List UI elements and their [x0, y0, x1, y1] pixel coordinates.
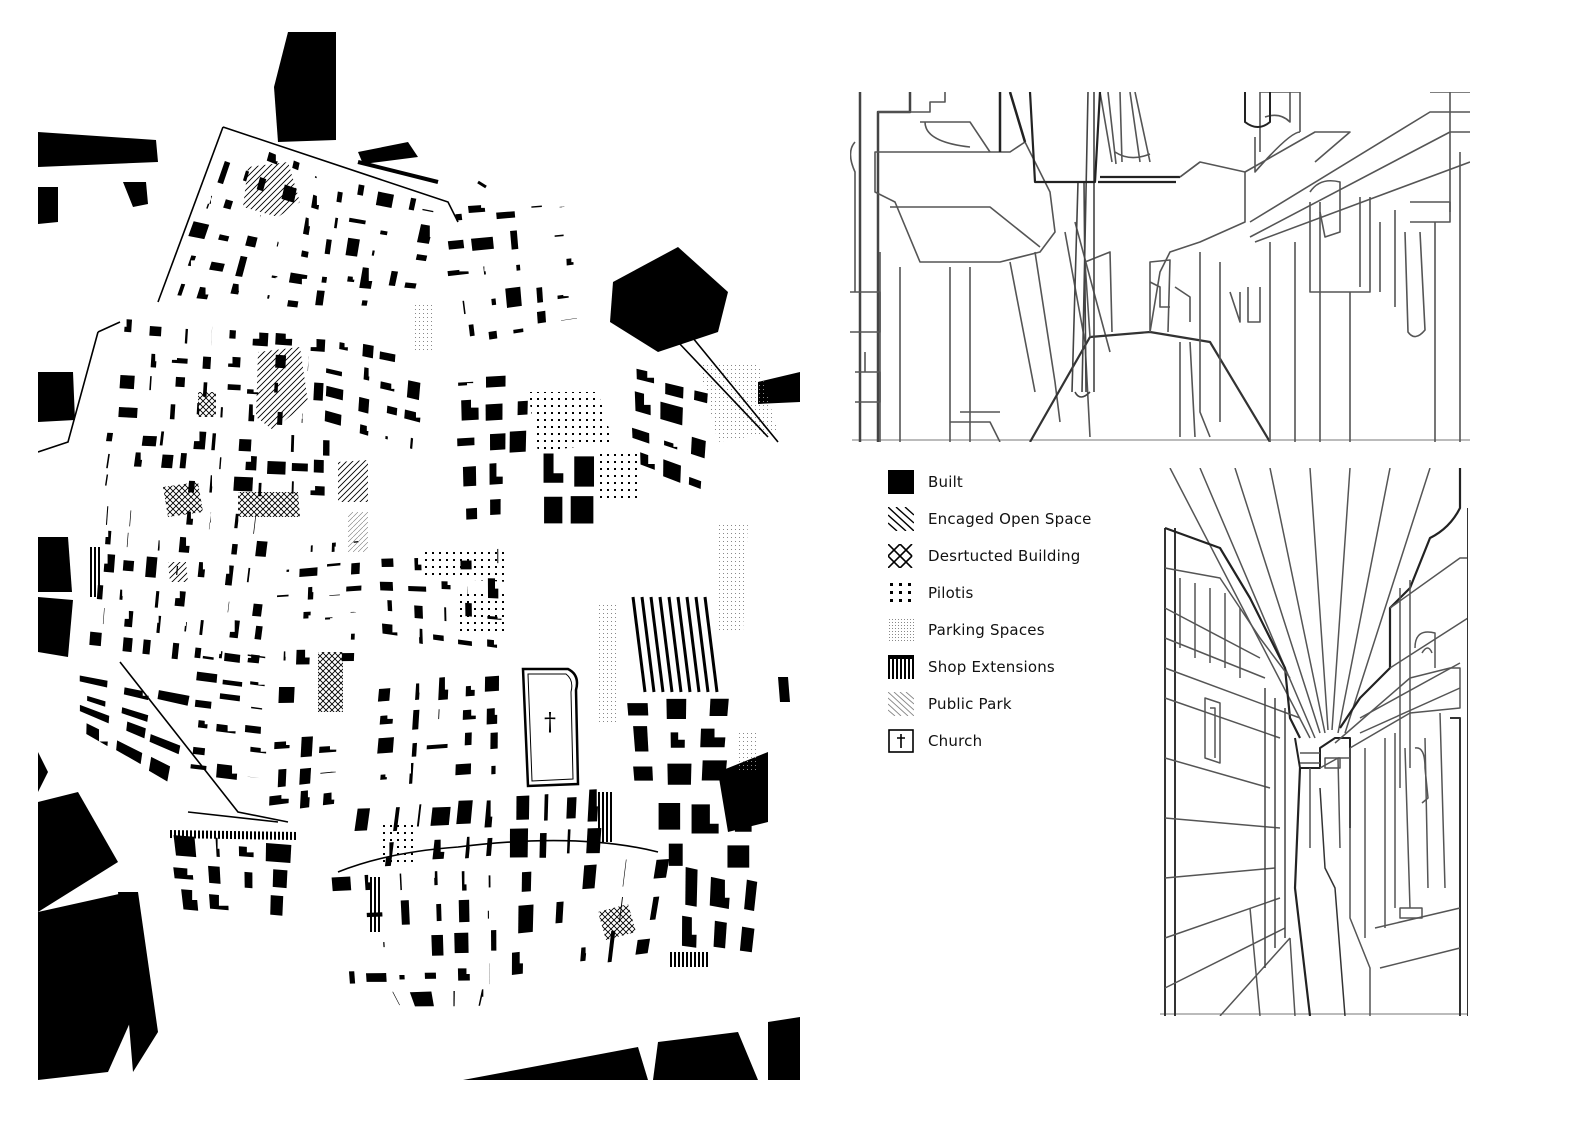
legend-label: Public Park	[928, 695, 1012, 713]
built-swatch-icon	[888, 470, 914, 494]
building-footprints	[38, 32, 800, 1080]
legend-item-pilotis: Pilotis	[888, 581, 974, 605]
legend-label: Shop Extensions	[928, 658, 1055, 676]
church-cross-icon	[888, 729, 914, 753]
legend-item-engaged-open-space: Encaged Open Space	[888, 507, 1092, 531]
vertical-stripes-icon	[888, 655, 914, 679]
legend-item-shop-extensions: Shop Extensions	[888, 655, 1055, 679]
legend-item-parking-spaces: Parking Spaces	[888, 618, 1045, 642]
cross-hatch-icon	[888, 544, 913, 568]
light-hatch-icon	[888, 692, 914, 716]
church-building: †	[521, 667, 580, 788]
legend-label: Parking Spaces	[928, 621, 1045, 639]
legend-label: Church	[928, 732, 983, 750]
map-hatch-areas	[90, 162, 778, 967]
legend-label: Pilotis	[928, 584, 974, 602]
dot-grid-icon	[890, 583, 911, 602]
street-sketch-top	[850, 92, 1470, 442]
fine-dot-icon	[888, 618, 914, 642]
legend-item-destructed-building: Desrtucted Building	[888, 544, 1080, 568]
legend-label: Built	[928, 473, 964, 491]
legend-label: Desrtucted Building	[928, 547, 1081, 565]
legend-label: Encaged Open Space	[928, 510, 1092, 528]
figure-ground-map: †	[38, 32, 800, 1080]
legend-item-built: Built	[888, 470, 963, 494]
street-edges	[38, 126, 779, 873]
street-sketch-bottom	[1160, 468, 1468, 1016]
legend-item-church: Church	[888, 729, 982, 753]
diagonal-hatch-icon	[888, 507, 914, 531]
legend-item-public-park: Public Park	[888, 692, 1012, 716]
church-cross-icon: †	[544, 708, 556, 736]
map-legend: Built Encaged Open Space Desrtucted Buil…	[888, 470, 1148, 770]
